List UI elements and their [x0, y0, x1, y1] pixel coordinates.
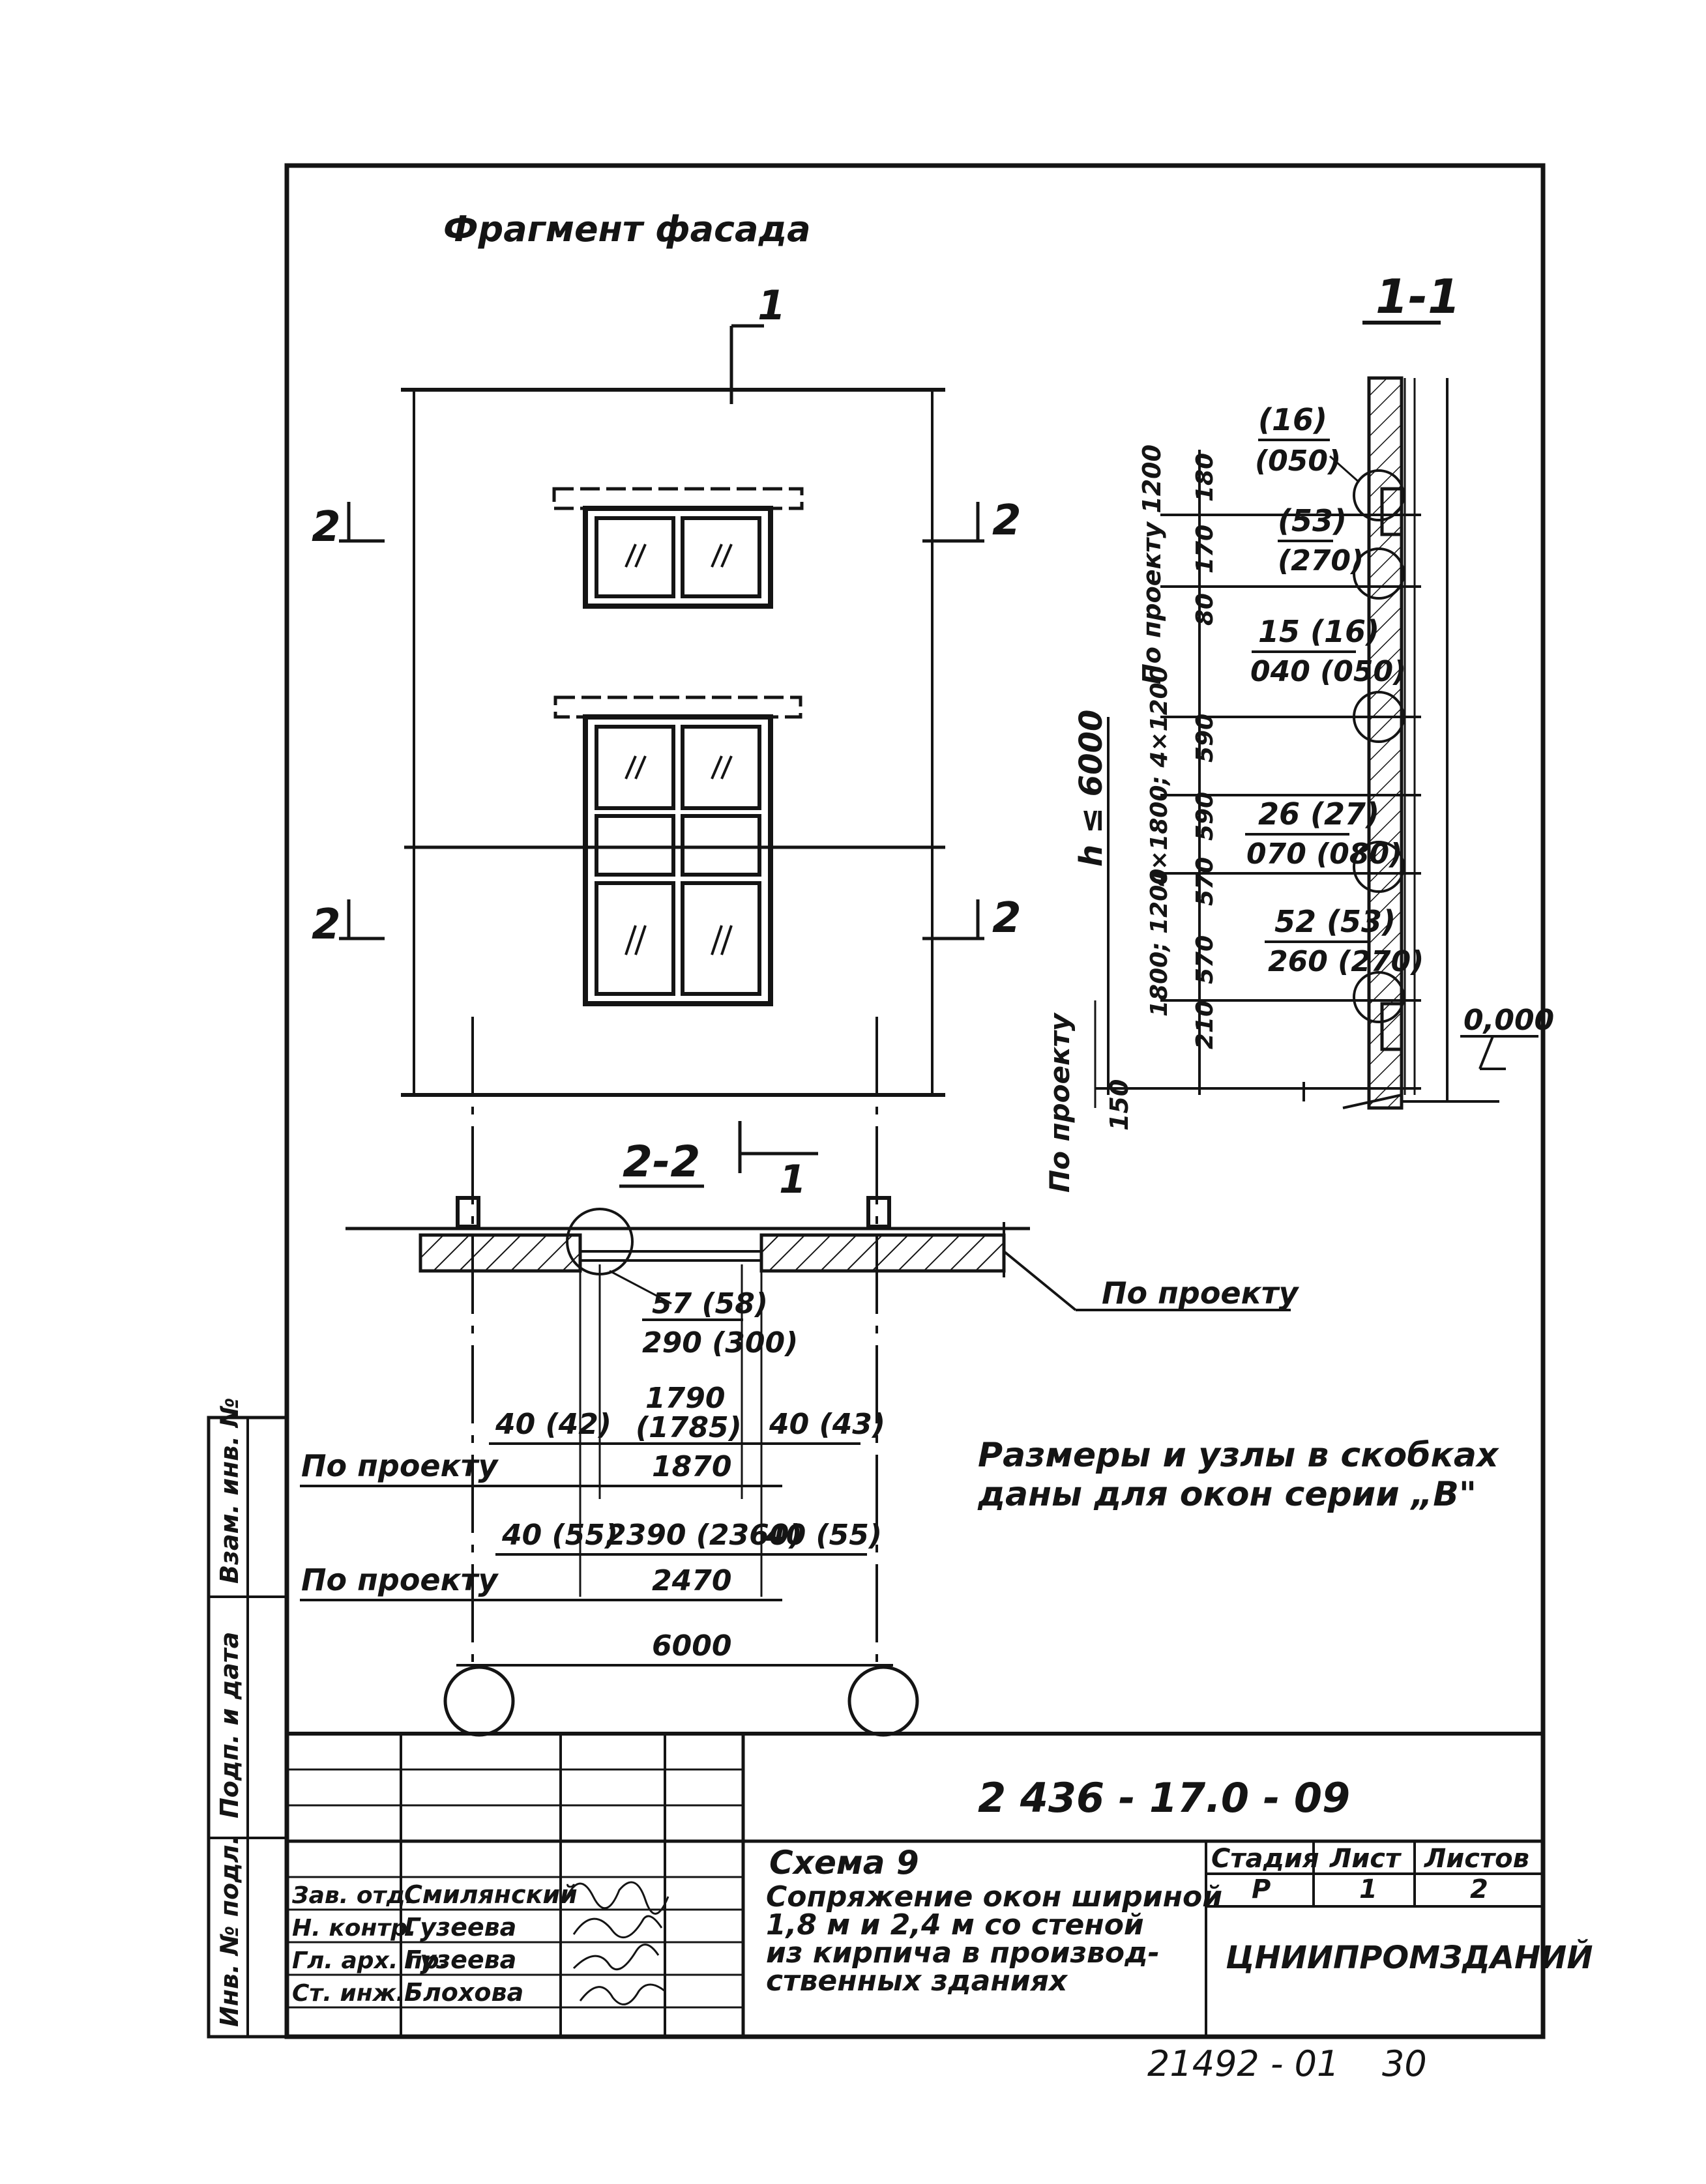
- note-line-1: Размеры и узлы в скобках: [978, 1436, 1499, 1475]
- svg-text:Листов: Листов: [1424, 1844, 1529, 1874]
- svg-text:570: 570: [1192, 935, 1218, 984]
- svg-text:Взам. инв. №: Взам. инв. №: [215, 1397, 244, 1584]
- svg-text:из кирпича в производ-: из кирпича в производ-: [766, 1936, 1160, 1970]
- page-number: 30: [1382, 2043, 1427, 2084]
- section-1-1-title: 1-1: [1375, 269, 1460, 324]
- row1-total-label: По проекту: [301, 1448, 499, 1483]
- svg-text:52 (53): 52 (53): [1274, 904, 1396, 939]
- svg-text:590: 590: [1192, 714, 1218, 763]
- svg-text:170: 170: [1192, 525, 1218, 574]
- row2-total-label: По проекту: [301, 1562, 499, 1597]
- axis-span: 6000: [652, 1629, 731, 1663]
- row1-total: 1870: [652, 1450, 731, 1483]
- wall-left-hatched: [419, 1233, 582, 1273]
- facade-title: Фрагмент фасада: [443, 209, 811, 250]
- by-project-right: По проекту: [1102, 1275, 1300, 1311]
- svg-text:260 (270): 260 (270): [1268, 945, 1424, 978]
- svg-text:2: 2: [312, 901, 341, 949]
- axis-bubble-left: [443, 1665, 515, 1737]
- sheets-value: 2: [1470, 1874, 1488, 1904]
- section-2-2-title: 2-2: [623, 1137, 700, 1187]
- svg-text:Подп. и дата: Подп. и дата: [215, 1632, 244, 1818]
- signatures: [566, 1881, 669, 2005]
- svg-text:590: 590: [1192, 792, 1218, 841]
- svg-text:(53): (53): [1278, 503, 1347, 538]
- note-line-2: даны для окон серии „В": [977, 1475, 1477, 1514]
- svg-text:070 (080): 070 (080): [1246, 837, 1402, 871]
- sheet-frame: [284, 163, 1546, 2039]
- svg-text:15 (16): 15 (16): [1258, 614, 1379, 649]
- title-block: 2 436 - 17.0 - 09 Схема 9 Сопряжение око…: [287, 1732, 1593, 2037]
- facade-lower-window: [553, 695, 802, 1006]
- svg-text:Блохова: Блохова: [404, 1978, 523, 2007]
- facade-upper-window: [552, 487, 804, 609]
- dim-by-project-1200: По проекту 1200: [1138, 444, 1166, 684]
- sheet-value: 1: [1359, 1874, 1377, 1904]
- facade-fragment: Фрагмент фасада 1 2 2 2 2: [312, 209, 1022, 1668]
- svg-text:Н. контр.: Н. контр.: [292, 1915, 417, 1942]
- height-left-label: По проекту: [1044, 1012, 1076, 1193]
- svg-text:570: 570: [1192, 857, 1218, 906]
- svg-text:Зав. отд.: Зав. отд.: [291, 1882, 414, 1909]
- node-label-2-2-bottom: 290 (300): [642, 1326, 798, 1360]
- note: Размеры и узлы в скобках даны для окон с…: [977, 1436, 1499, 1514]
- wall-right-hatched: [759, 1233, 1006, 1273]
- svg-text:Ст. инж.: Ст. инж.: [292, 1980, 405, 2007]
- svg-text:(16): (16): [1258, 402, 1327, 437]
- svg-text:2: 2: [992, 894, 1022, 942]
- svg-text:ственных зданиях: ственных зданиях: [766, 1964, 1068, 1998]
- section-2-2-mark: 1: [779, 1157, 806, 1202]
- facade-section-1-mark: 1: [757, 282, 786, 329]
- dim-150: 150: [1105, 1079, 1134, 1131]
- row2-right: 40 (55): [765, 1519, 882, 1552]
- facade-section-2-marks: 2 2 2 2: [312, 497, 1022, 949]
- stage-value: Р: [1252, 1874, 1271, 1904]
- svg-text:210: 210: [1192, 1000, 1218, 1049]
- row1-left: 40 (42): [495, 1408, 611, 1441]
- section-2-2: 2-2 1 По проекту 57 (58) 290 (300) 40 (4…: [300, 1121, 1300, 1737]
- row1-right: 40 (43): [769, 1408, 885, 1441]
- svg-text:2: 2: [992, 497, 1022, 545]
- level-mark: 0,000: [1463, 1004, 1554, 1037]
- svg-text:80: 80: [1192, 593, 1218, 626]
- organization: ЦНИИПРОМЗДАНИЙ: [1226, 1939, 1593, 1976]
- svg-text:Инв. № подл.: Инв. № подл.: [215, 1835, 244, 2027]
- row1-mid-bottom: (1785): [636, 1411, 742, 1444]
- svg-text:26 (27): 26 (27): [1258, 796, 1379, 832]
- row1-mid-top: 1790: [645, 1382, 725, 1415]
- svg-text:Смилянский: Смилянский: [404, 1880, 578, 1909]
- svg-text:(050): (050): [1255, 444, 1341, 478]
- scheme-label: Схема 9: [769, 1844, 919, 1882]
- dim-group-label: 4×1800; 4×1200: [1146, 666, 1173, 887]
- inventory-number: 21492 - 01: [1147, 2043, 1339, 2084]
- side-stamp: Взам. инв. № Подп. и дата Инв. № подл.: [207, 1397, 289, 2039]
- svg-text:Гузеева: Гузеева: [404, 1913, 516, 1942]
- svg-text:Гл. арх. пр.: Гл. арх. пр.: [292, 1947, 448, 1974]
- svg-text:180: 180: [1192, 453, 1218, 502]
- row2-mid: 2390 (2360): [606, 1519, 802, 1552]
- row2-total: 2470: [652, 1564, 731, 1597]
- svg-text:Сопряжение окон шириной: Сопряжение окон шириной: [766, 1880, 1222, 1914]
- section-1-1-wall: [1367, 376, 1404, 1110]
- svg-text:Стадия: Стадия: [1211, 1844, 1319, 1874]
- svg-text:Лист: Лист: [1329, 1844, 1402, 1874]
- drawing-code: 2 436 - 17.0 - 09: [978, 1774, 1350, 1822]
- node-label-2-2-top: 57 (58): [652, 1287, 768, 1320]
- svg-text:Гузеева: Гузеева: [404, 1945, 516, 1974]
- section-1-1: 1-1 (16) (050) (53) (270) 15: [1044, 269, 1554, 1193]
- svg-text:(270): (270): [1278, 544, 1364, 577]
- height-label: h ≤ 6000: [1073, 710, 1110, 867]
- svg-text:2: 2: [312, 503, 341, 551]
- svg-text:040 (050): 040 (050): [1250, 655, 1406, 688]
- row2-left: 40 (55): [501, 1519, 618, 1552]
- svg-text:1,8 м и 2,4 м со стеной: 1,8 м и 2,4 м со стеной: [766, 1908, 1144, 1942]
- axis-bubble-right: [847, 1665, 919, 1737]
- dim-1800-1200: 1800; 1200: [1146, 869, 1173, 1017]
